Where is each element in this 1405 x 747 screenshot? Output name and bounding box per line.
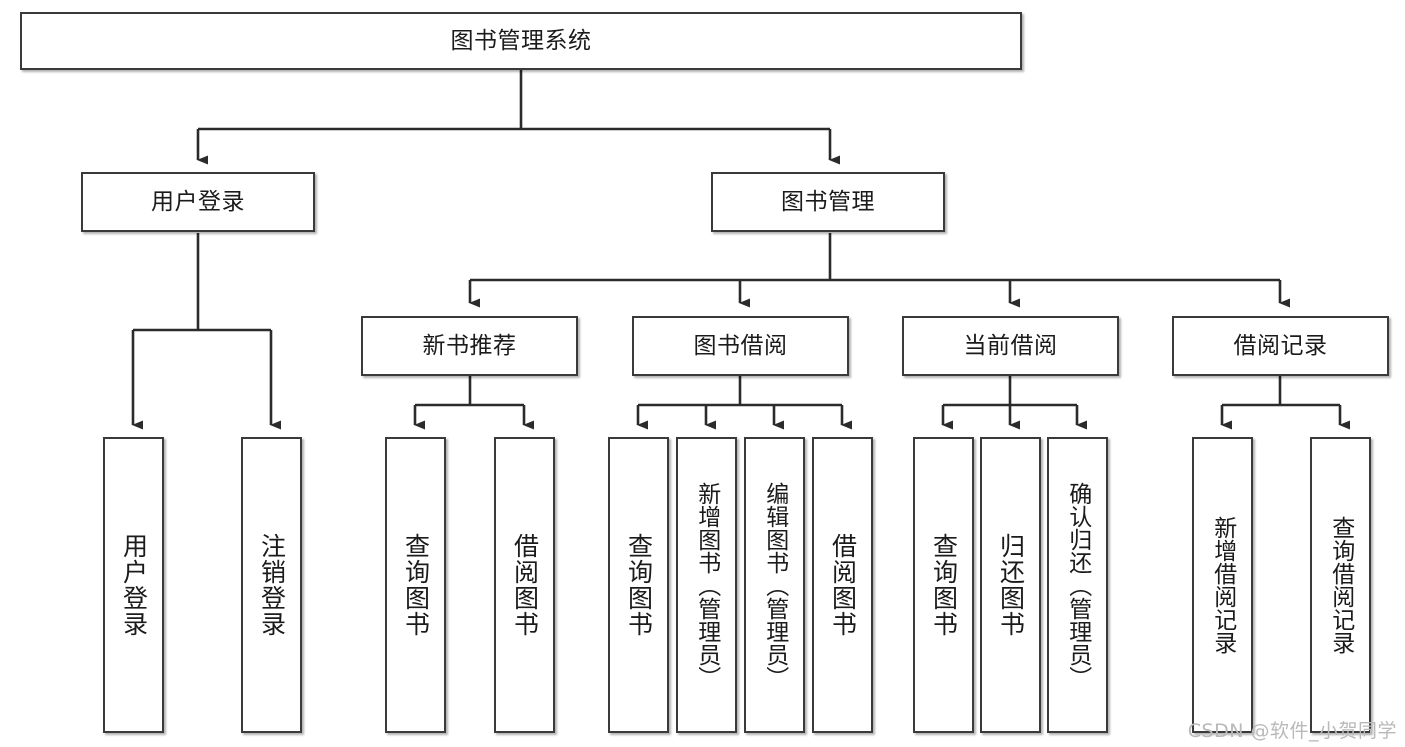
node-book-management[interactable]: 图书管理: [711, 172, 945, 232]
node-label: 注销登录: [257, 533, 287, 637]
node-label: 归还图书: [996, 533, 1026, 637]
leaf-borrow-book-borrowing[interactable]: 借阅图书: [812, 437, 873, 733]
node-label: 图书管理: [781, 188, 875, 215]
node-label: 用户登录: [151, 188, 245, 215]
node-book-borrowing[interactable]: 图书借阅: [632, 316, 849, 376]
node-label: 查询借阅记录: [1327, 516, 1354, 654]
leaf-query-book-current[interactable]: 查询图书: [913, 437, 974, 733]
node-new-book-recommendation[interactable]: 新书推荐: [361, 316, 578, 376]
watermark-text: CSDN @软件_小贺同学: [1187, 720, 1397, 742]
leaf-return-book[interactable]: 归还图书: [980, 437, 1041, 733]
leaf-edit-book-admin[interactable]: 编辑图书（管理员）: [744, 437, 805, 733]
node-label: 当前借阅: [963, 332, 1058, 359]
node-label: 编辑图书（管理员）: [761, 481, 788, 689]
node-label: 图书借阅: [693, 332, 788, 359]
node-user-login[interactable]: 用户登录: [81, 172, 315, 232]
node-label: 借阅记录: [1233, 332, 1328, 359]
leaf-add-book-admin[interactable]: 新增图书（管理员）: [676, 437, 737, 733]
node-label: 查询图书: [624, 533, 654, 637]
node-label: 新增借阅记录: [1209, 516, 1236, 654]
leaf-user-login[interactable]: 用户登录: [103, 437, 164, 733]
leaf-add-borrow-record[interactable]: 新增借阅记录: [1192, 437, 1253, 733]
node-label: 借阅图书: [510, 533, 540, 637]
node-label: 新增图书（管理员）: [693, 481, 720, 689]
leaf-confirm-return-admin[interactable]: 确认归还（管理员）: [1047, 437, 1108, 733]
node-label: 借阅图书: [828, 533, 858, 637]
leaf-logout-login[interactable]: 注销登录: [241, 437, 302, 733]
leaf-query-book-borrowing[interactable]: 查询图书: [608, 437, 669, 733]
leaf-borrow-book-recommendation[interactable]: 借阅图书: [494, 437, 555, 733]
node-label: 图书管理系统: [450, 27, 592, 54]
leaf-query-book-recommendation[interactable]: 查询图书: [385, 437, 446, 733]
node-label: 查询图书: [401, 533, 431, 637]
leaf-query-borrow-record[interactable]: 查询借阅记录: [1310, 437, 1371, 733]
node-label: 新书推荐: [422, 332, 517, 359]
node-label: 查询图书: [929, 533, 959, 637]
node-current-borrowing[interactable]: 当前借阅: [902, 316, 1119, 376]
node-borrow-records[interactable]: 借阅记录: [1172, 316, 1389, 376]
node-root-system[interactable]: 图书管理系统: [20, 12, 1022, 70]
node-label: 用户登录: [119, 533, 149, 637]
node-label: 确认归还（管理员）: [1064, 481, 1091, 689]
